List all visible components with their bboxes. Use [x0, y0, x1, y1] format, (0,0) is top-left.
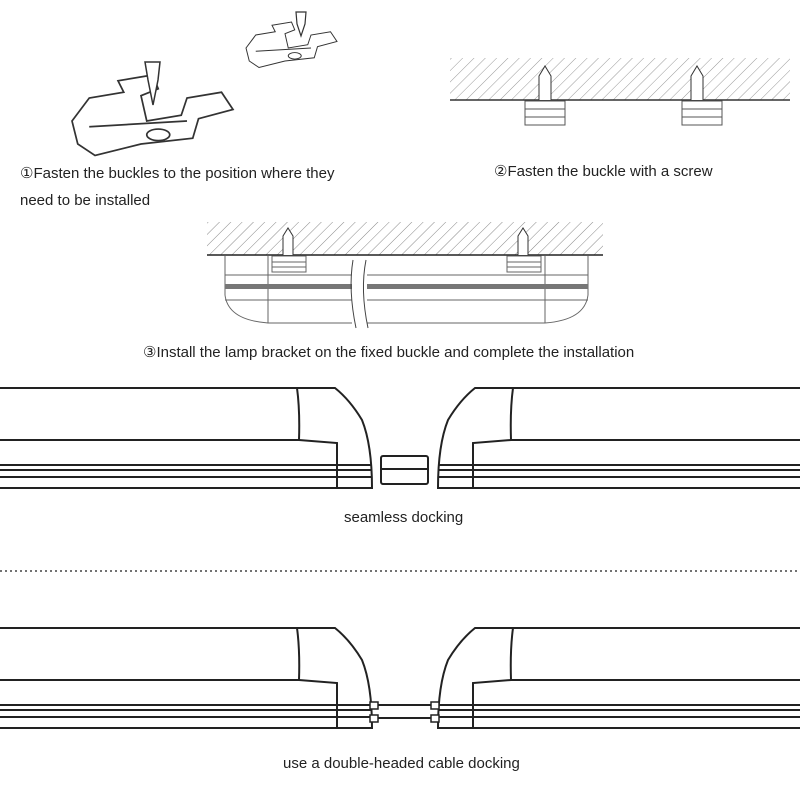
seamless-docking-drawing: [0, 387, 800, 489]
connector: [380, 455, 429, 485]
step3-caption: ③Install the lamp bracket on the fixed b…: [143, 344, 635, 361]
lamp-on-ceiling: [207, 222, 603, 329]
buckle-small: [245, 11, 338, 68]
step1-caption-line1: ①Fasten the buckles to the position wher…: [20, 165, 335, 182]
tube-left: [0, 387, 373, 489]
step1-caption-line2: need to be installed: [20, 192, 151, 209]
tube-left: [0, 627, 373, 729]
screw-icon: [295, 11, 307, 38]
cable-docking-caption: use a double-headed cable docking: [283, 755, 520, 772]
cable-docking-drawing: [0, 627, 800, 729]
double-headed-cable: [369, 701, 440, 723]
tube-right: [437, 627, 800, 729]
screw-icon: [144, 61, 161, 106]
tube-right: [437, 387, 800, 489]
ceiling-with-buckles: [450, 58, 790, 126]
buckle-large: [71, 61, 234, 157]
seamless-docking-caption: seamless docking: [344, 509, 464, 526]
step2-caption: ②Fasten the buckle with a screw: [494, 163, 713, 180]
